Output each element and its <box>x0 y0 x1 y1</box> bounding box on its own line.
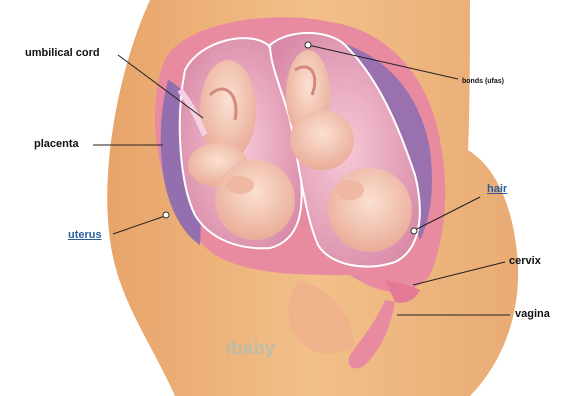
watermark: ibaby <box>226 338 276 359</box>
marker-uterus <box>163 212 169 218</box>
marker-bonds <box>305 42 311 48</box>
label-cervix: cervix <box>509 255 541 268</box>
label-hair[interactable]: hair <box>487 183 507 196</box>
label-uterus[interactable]: uterus <box>68 229 102 242</box>
label-vagina: vagina <box>515 308 550 321</box>
label-placenta: placenta <box>34 138 79 151</box>
label-bonds: bonds (ufas) <box>462 75 504 88</box>
label-umbilical-cord: umbilical cord <box>25 47 100 60</box>
marker-hair <box>411 228 417 234</box>
